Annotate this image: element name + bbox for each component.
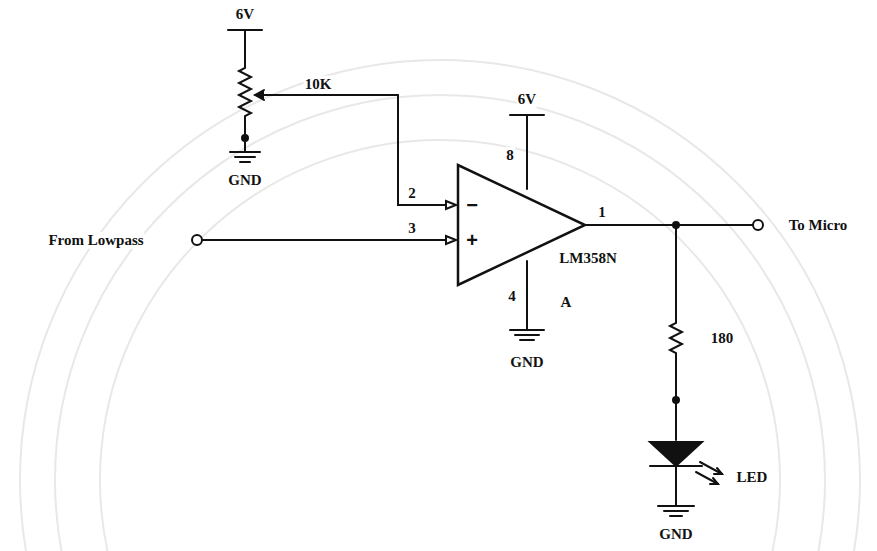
input-label: From Lowpass (47, 232, 144, 249)
ground-label: GND (509, 354, 544, 371)
led-label: LED (736, 469, 769, 486)
pin-number: 2 (407, 185, 417, 202)
resistor-value: 180 (710, 330, 735, 347)
noninverting-sign: + (466, 230, 478, 250)
watermark-seal (20, 60, 860, 551)
output-label: To Micro (788, 217, 849, 234)
pin-number: 8 (505, 147, 515, 164)
pin-number: 1 (597, 204, 607, 221)
pot-value: 10K (304, 76, 333, 93)
pin-number: 4 (507, 288, 517, 305)
inverting-sign: − (466, 195, 478, 215)
opamp-triangle: −+ (456, 163, 588, 287)
supply-label: 6V (235, 6, 255, 23)
ground-label: GND (227, 172, 262, 189)
opamp-outline (456, 163, 588, 287)
pin-number: 3 (407, 220, 417, 237)
supply-label: 6V (517, 91, 537, 108)
unit-label: A (560, 294, 573, 311)
ground-label: GND (658, 526, 693, 543)
part-number: LM358N (558, 250, 618, 267)
